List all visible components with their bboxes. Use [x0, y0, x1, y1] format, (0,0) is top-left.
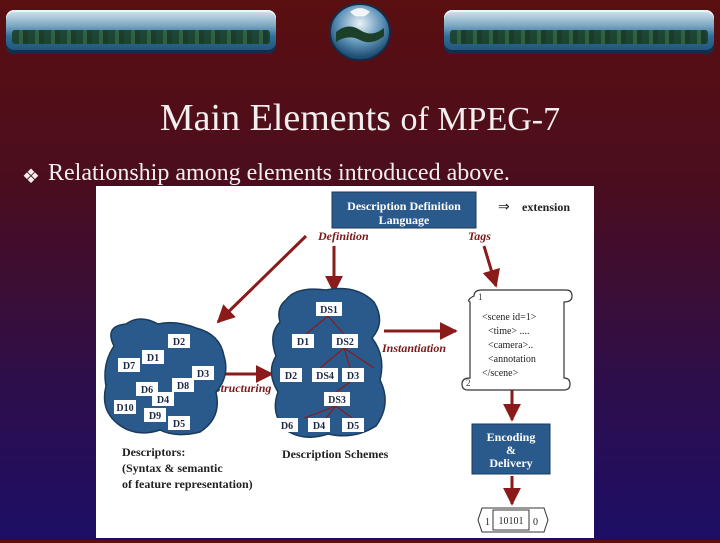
scheme-node-label: DS2 — [336, 337, 354, 348]
scheme-node-label: DS3 — [328, 395, 346, 406]
title-main: Main Elements — [159, 97, 391, 139]
scheme-node-label: DS1 — [320, 305, 338, 316]
descriptor-node-label: D2 — [173, 337, 185, 348]
scheme-node: D1 — [292, 334, 314, 348]
descriptor-node-label: D5 — [173, 419, 185, 430]
scheme-node-box — [312, 368, 338, 382]
descriptor-node-box — [142, 350, 164, 364]
xml-line: <scene id=1> — [482, 312, 537, 323]
descriptor-node-box — [144, 408, 166, 422]
scheme-node: D2 — [280, 368, 302, 382]
scheme-node: DS2 — [332, 334, 358, 348]
scheme-node-label: D6 — [281, 421, 293, 432]
descriptor-node-label: D1 — [147, 353, 159, 364]
scheme-node-label: D3 — [347, 371, 359, 382]
descriptor-node: D1 — [142, 350, 164, 364]
ddl-box — [331, 191, 477, 229]
xml-scroll — [461, 289, 573, 391]
scheme-node-label: D1 — [297, 337, 309, 348]
xml-line: </scene> — [482, 368, 519, 379]
scheme-node: DS3 — [324, 392, 350, 406]
definition-label: Definition — [317, 229, 369, 243]
descriptor-node-label: D6 — [141, 385, 153, 396]
xml-line: <time> .... — [488, 326, 530, 337]
descriptor-node: D4 — [152, 392, 174, 406]
scheme-node-label: DS4 — [316, 371, 334, 382]
schemes-caption: Description Schemes — [282, 447, 389, 461]
descriptor-node-label: D4 — [157, 395, 169, 406]
structuring-label: Structuring — [214, 381, 271, 395]
descriptor-node-label: D3 — [197, 369, 209, 380]
scheme-node: DS1 — [316, 302, 342, 316]
descriptor-node: D7 — [118, 358, 140, 372]
tags-label: Tags — [468, 229, 491, 243]
scheme-node-box — [342, 368, 364, 382]
descriptor-node-box — [168, 334, 190, 348]
descriptor-node: D3 — [192, 366, 214, 380]
scheme-node: D5 — [342, 418, 364, 432]
descriptor-node: D2 — [168, 334, 190, 348]
scheme-node-box — [324, 392, 350, 406]
descriptor-node-label: D9 — [149, 411, 161, 422]
bullet-text: Relationship among elements introduced a… — [48, 160, 510, 186]
bitstream-middle-box — [492, 509, 530, 531]
mpeg7-diagram: Description Definition Language ⇒ extens… — [96, 186, 594, 538]
decorative-banner-left — [6, 10, 276, 54]
descriptor-node: D5 — [168, 416, 190, 430]
scheme-node-box — [342, 418, 364, 432]
descriptor-node: D9 — [144, 408, 166, 422]
scheme-node: D3 — [342, 368, 364, 382]
scheme-node-box — [332, 334, 358, 348]
bitstream-middle: 10101 — [499, 516, 524, 527]
descriptor-node-box — [172, 378, 194, 392]
descriptor-node: D8 — [172, 378, 194, 392]
title-suffix: of MPEG-7 — [400, 101, 561, 138]
decorative-banner-right — [444, 10, 714, 54]
descriptor-node-box — [118, 358, 140, 372]
descriptors-caption-line3: of feature representation) — [122, 477, 253, 491]
xml-marker-2: 2 — [466, 378, 471, 388]
encoding-line3: Delivery — [489, 456, 532, 470]
descriptor-node: D10 — [114, 400, 136, 414]
ddl-box-line2: Language — [379, 213, 430, 227]
scheme-node: D6 — [276, 418, 298, 432]
tags-to-xml-arrow — [482, 245, 500, 288]
scheme-node-box — [276, 418, 298, 432]
extension-arrow: ⇒ — [498, 200, 510, 215]
scheme-node-box — [316, 302, 342, 316]
scheme-node: DS4 — [312, 368, 338, 382]
descriptors-caption-line2: (Syntax & semantic — [122, 461, 223, 475]
extension-label: extension — [522, 200, 570, 214]
bullet-icon: ❖ — [22, 166, 40, 188]
bitstream-left: 1 — [485, 517, 490, 528]
schemes-blob — [270, 287, 386, 438]
xml-line: <annotation — [488, 354, 536, 365]
ddl-box-line1: Description Definition — [347, 199, 461, 213]
scheme-node-label: D5 — [347, 421, 359, 432]
scheme-node-label: D4 — [313, 421, 325, 432]
encoding-line1: Encoding — [487, 430, 536, 444]
instantiation-label: Instantiation — [381, 341, 446, 355]
descriptor-node-label: D7 — [123, 361, 135, 372]
bitstream-right: 0 — [533, 517, 538, 528]
encoding-box — [471, 423, 551, 475]
xml-marker-1: 1 — [478, 292, 483, 302]
xml-line: <camera>.. — [488, 340, 533, 351]
descriptor-node-box — [192, 366, 214, 380]
descriptor-node-box — [152, 392, 174, 406]
slide-title: Main Elements of MPEG-7 — [0, 96, 720, 140]
scheme-node-box — [292, 334, 314, 348]
scheme-node-label: D2 — [285, 371, 297, 382]
globe-logo-icon — [329, 3, 391, 61]
scheme-node-box — [308, 418, 330, 432]
descriptors-caption-line1: Descriptors: — [122, 445, 185, 459]
descriptor-node-label: D8 — [177, 381, 189, 392]
definition-to-descriptors-arrow — [216, 234, 308, 324]
scheme-node: D4 — [308, 418, 330, 432]
descriptor-node-box — [168, 416, 190, 430]
scheme-node-box — [280, 368, 302, 382]
encoding-line2: & — [506, 443, 516, 457]
descriptor-node-label: D10 — [116, 403, 133, 414]
descriptor-node-box — [114, 400, 136, 414]
